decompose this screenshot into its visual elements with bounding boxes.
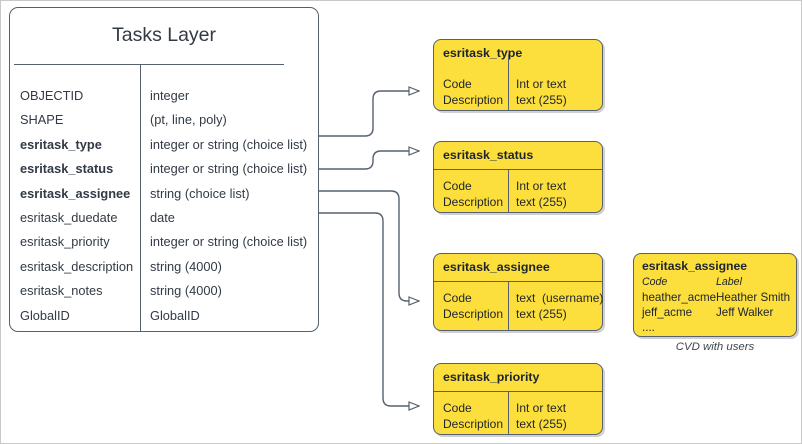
- table-row[interactable]: esritask_duedate date: [10, 206, 318, 230]
- list-item: heather_acme Heather Smith: [642, 290, 792, 305]
- field-type: integer or string (choice list): [150, 234, 308, 250]
- sample-cvd-label: Jeff Walker: [716, 306, 774, 319]
- sample-cvd-header-code: Code: [642, 276, 668, 288]
- domain-box-esritask-priority[interactable]: esritask_priority Code Description Int o…: [433, 363, 603, 435]
- domain-column-divider: [508, 281, 509, 330]
- table-row[interactable]: esritask_priority integer or string (cho…: [10, 230, 318, 254]
- field-name: esritask_status: [20, 161, 114, 177]
- domain-left-column: Code Description: [443, 291, 504, 321]
- domain-right-column: text (username) text (255): [516, 291, 604, 321]
- domain-box-esritask-type[interactable]: esritask_type Code Description Int or te…: [433, 39, 603, 111]
- table-row[interactable]: esritask_assignee string (choice list): [10, 182, 318, 206]
- field-type: GlobalID: [150, 307, 200, 323]
- entity-title: Tasks Layer: [111, 24, 217, 46]
- field-name: esritask_assignee: [20, 185, 131, 201]
- domain-column-divider: [508, 169, 509, 212]
- domain-left-column: Code Description: [443, 179, 504, 209]
- entity-column-divider: [140, 65, 141, 331]
- field-name: SHAPE: [20, 112, 64, 128]
- table-row[interactable]: OBJECTID integer: [10, 84, 318, 108]
- sample-cvd-label: Heather Smith: [716, 291, 791, 304]
- entity-field-list: OBJECTID integer SHAPE (pt, line, poly) …: [10, 65, 318, 331]
- entity-tasks-layer[interactable]: Tasks Layer OBJECTID integer SHAPE (pt, …: [9, 7, 319, 332]
- field-name: esritask_notes: [20, 283, 103, 299]
- list-item: jeff_acme Jeff Walker: [642, 305, 792, 320]
- field-name: esritask_description: [20, 258, 134, 274]
- edge-type: [319, 91, 419, 137]
- field-type: string (choice list): [150, 185, 250, 201]
- field-type: string (4000): [150, 283, 222, 299]
- domain-right-column: Int or text text (255): [516, 401, 567, 431]
- domain-left-column: Code Description: [443, 401, 504, 431]
- edge-assignee: [319, 190, 419, 301]
- field-type: date: [150, 209, 175, 225]
- table-row[interactable]: esritask_notes string (4000): [10, 279, 318, 303]
- edge-priority: [319, 212, 419, 406]
- field-name: esritask_priority: [20, 234, 110, 250]
- domain-left-column: Code Description: [443, 77, 504, 107]
- domain-title-rule: [434, 391, 602, 392]
- field-type: string (4000): [150, 258, 222, 274]
- sample-cvd-code: jeff_acme: [642, 306, 693, 319]
- table-row[interactable]: esritask_type integer or string (choice …: [10, 133, 318, 157]
- domain-right-column: Int or text text (255): [516, 77, 567, 107]
- domain-box-esritask-assignee[interactable]: esritask_assignee Code Description text …: [433, 253, 603, 331]
- field-name: OBJECTID: [20, 88, 84, 103]
- table-row[interactable]: esritask_status integer or string (choic…: [10, 157, 318, 181]
- domain-title: esritask_priority: [443, 370, 540, 384]
- domain-right-column: Int or text text (255): [516, 179, 567, 209]
- sample-cvd-code: heather_acme: [642, 291, 717, 304]
- field-name: esritask_duedate: [20, 209, 118, 225]
- sample-cvd-code: ....: [642, 321, 655, 334]
- sample-cvd-grid: Code Label heather_acme Heather Smith je…: [642, 275, 792, 335]
- sample-cvd-box[interactable]: esritask_assignee Code Label heather_acm…: [633, 253, 797, 337]
- table-row[interactable]: esritask_description string (4000): [10, 255, 318, 279]
- field-type: integer or string (choice list): [150, 161, 308, 177]
- domain-column-divider: [508, 54, 509, 110]
- domain-title: esritask_assignee: [443, 260, 550, 274]
- list-item: ....: [642, 320, 792, 335]
- entity-title-rule: [14, 64, 284, 65]
- table-row[interactable]: GlobalID GlobalID: [10, 304, 318, 328]
- domain-title-rule: [434, 169, 602, 170]
- domain-box-esritask-status[interactable]: esritask_status Code Description Int or …: [433, 141, 603, 213]
- domain-column-divider: [508, 391, 509, 434]
- table-row[interactable]: SHAPE (pt, line, poly): [10, 108, 318, 132]
- sample-cvd-caption: CVD with users: [675, 341, 755, 353]
- domain-title-rule: [434, 281, 602, 282]
- field-name: esritask_type: [20, 136, 102, 152]
- edge-status: [319, 151, 419, 170]
- domain-title: esritask_status: [443, 148, 534, 162]
- sample-cvd-header-row: Code Label: [642, 275, 792, 290]
- field-name: GlobalID: [20, 307, 70, 323]
- sample-cvd-header-label: Label: [716, 276, 742, 288]
- field-type: integer or string (choice list): [150, 136, 308, 152]
- domain-title: esritask_type: [443, 46, 523, 60]
- field-type: (pt, line, poly): [150, 112, 227, 128]
- sample-cvd-title: esritask_assignee: [642, 259, 748, 273]
- field-type: integer: [150, 88, 190, 103]
